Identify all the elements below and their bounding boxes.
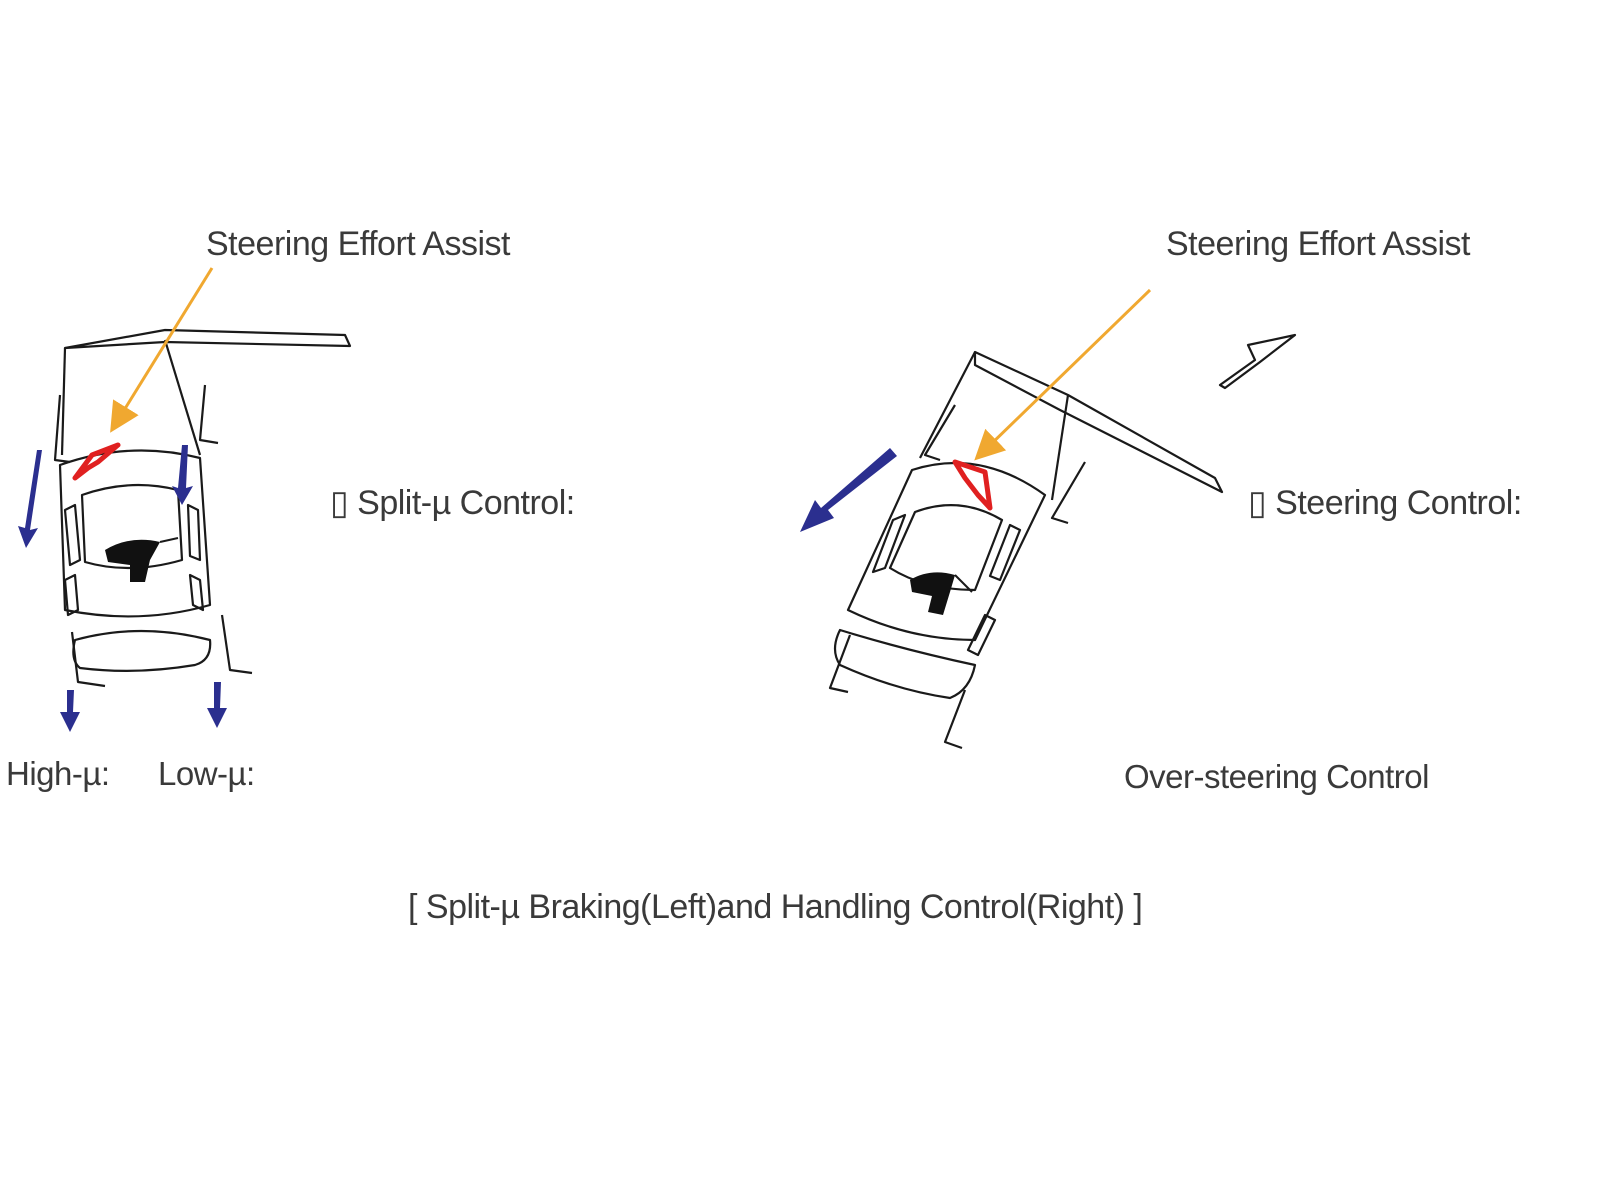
left-car xyxy=(53,328,352,688)
left-wheel-fl xyxy=(53,394,71,464)
left-wheel-rr xyxy=(220,614,253,675)
left-assist-marker xyxy=(72,442,121,481)
left-ray-left xyxy=(60,347,67,456)
right-assist-marker xyxy=(952,459,993,511)
right-wheel-fr xyxy=(1050,461,1086,525)
right-callout-label: Steering Effort Assist xyxy=(1166,225,1470,263)
left-callout-label: Steering Effort Assist xyxy=(206,225,510,263)
left-force-arrows xyxy=(18,445,227,732)
force-arrow-rear-right xyxy=(207,682,227,728)
left-control-label: ▯ Split-µ Control: xyxy=(330,484,575,522)
left-car-cabin xyxy=(80,483,184,570)
right-ray-right xyxy=(1050,394,1070,501)
right-force-arrow xyxy=(800,448,897,532)
left-steering-wheel-icon xyxy=(105,537,179,582)
left-callout-arrow xyxy=(110,267,214,433)
force-arrow-rear-left xyxy=(60,690,80,732)
figure-caption: [ Split-µ Braking(Left)and Handling Cont… xyxy=(408,888,1143,926)
low-mu-label: Low-µ: xyxy=(158,755,255,792)
right-wheel-fl xyxy=(923,404,956,462)
right-car xyxy=(828,333,1297,750)
right-car-body xyxy=(846,461,1047,642)
force-arrow-front-left xyxy=(18,450,42,548)
right-car-cabin xyxy=(888,504,1004,592)
left-wheel-fr xyxy=(198,384,219,445)
left-wheel-rl xyxy=(70,631,106,688)
over-steering-label: Over-steering Control xyxy=(1124,758,1429,795)
high-mu-label: High-µ: xyxy=(6,755,110,792)
right-steering-wheel-icon xyxy=(910,572,973,615)
right-wheel-rl xyxy=(828,634,852,694)
right-wheel-rr xyxy=(943,689,967,750)
right-car-rear xyxy=(833,628,977,700)
left-steering-wedge xyxy=(63,328,352,350)
left-car-rear xyxy=(72,629,212,672)
right-control-label: ▯ Steering Control: xyxy=(1248,484,1522,522)
left-ray-right xyxy=(163,339,202,456)
force-arrow-front-right xyxy=(172,445,193,505)
right-callout-arrow xyxy=(974,288,1152,461)
right-ray-left xyxy=(919,351,976,459)
right-direction-arrowhead xyxy=(1218,333,1297,390)
